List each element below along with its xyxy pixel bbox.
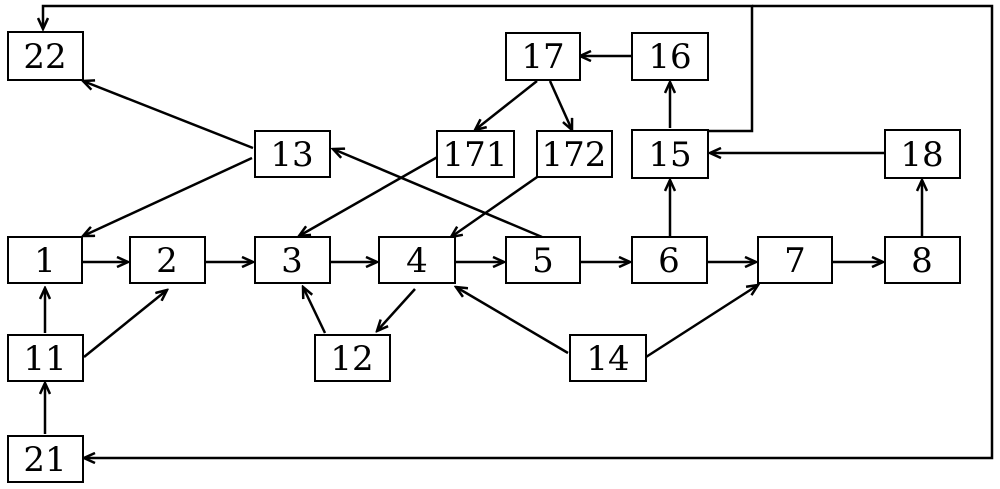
node-12-label: 12 [330,339,373,379]
node-15-label: 15 [648,135,691,175]
edge-15-21 [84,4,994,458]
node-7-label: 7 [784,241,806,281]
node-14: 14 [569,334,647,382]
node-11-label: 11 [23,339,66,379]
edge-12-3 [303,287,327,334]
edges [43,4,994,458]
node-5: 5 [505,236,581,284]
node-2-label: 2 [156,241,178,281]
node-14-label: 14 [586,339,629,379]
node-13-label: 13 [270,135,313,175]
node-171: 171 [436,130,515,178]
node-17-label: 17 [521,37,564,77]
node-172: 172 [536,130,613,178]
node-2: 2 [129,236,206,284]
node-12: 12 [314,334,391,382]
edge-14-4 [456,287,569,355]
node-7: 7 [757,236,833,284]
node-5-label: 5 [532,241,554,281]
node-1-label: 1 [34,241,56,281]
edge-17-171 [475,80,538,130]
edge-5-13 [333,149,543,239]
node-4-label: 4 [406,241,428,281]
edge-13-22 [83,81,254,150]
node-1: 1 [7,236,83,284]
edge-171-3 [299,153,442,236]
node-4: 4 [378,236,456,284]
node-17: 17 [505,32,581,81]
node-18-label: 18 [900,135,943,175]
node-11: 11 [7,334,84,382]
edge-11-2 [83,290,167,358]
node-22-label: 22 [23,37,66,77]
edge-17-172 [548,80,572,130]
node-6: 6 [631,236,708,284]
nodes: 1 2 3 4 5 6 7 8 [7,31,961,483]
node-16-label: 16 [648,37,691,77]
node-16: 16 [631,32,709,81]
edge-172-4 [451,173,541,237]
node-15: 15 [631,129,709,179]
node-21-label: 21 [23,440,66,480]
node-8-label: 8 [911,241,933,281]
node-18: 18 [884,129,961,179]
edge-14-7 [645,285,758,359]
node-6-label: 6 [658,241,680,281]
node-8: 8 [884,236,961,284]
node-13: 13 [254,130,331,178]
node-21: 21 [7,435,84,483]
node-3: 3 [254,236,331,284]
node-3-label: 3 [281,241,303,281]
node-172-label: 172 [542,135,607,175]
edge-13-1 [83,156,253,236]
node-171-label: 171 [443,135,508,175]
edge-4-12 [377,288,416,331]
node-22: 22 [7,31,84,81]
